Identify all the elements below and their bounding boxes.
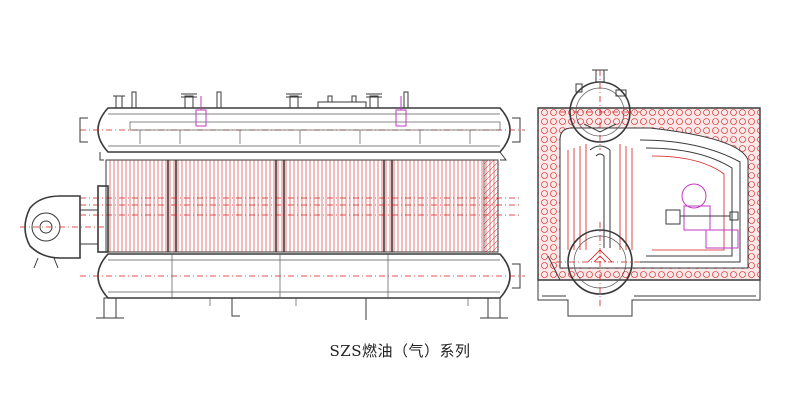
section-view xyxy=(537,69,761,317)
upper-drum-section xyxy=(560,69,640,150)
convection-tube-bank xyxy=(80,159,520,253)
upper-nozzles xyxy=(113,91,409,127)
burner-port xyxy=(665,183,739,249)
drawing-caption: SZS燃油（气）系列 xyxy=(329,342,471,360)
section-base xyxy=(537,255,761,317)
supports xyxy=(96,297,508,320)
side-view xyxy=(20,91,525,320)
burner xyxy=(20,185,110,269)
lower-drum-section xyxy=(556,222,646,306)
water-wall-tubes xyxy=(567,139,741,263)
lower-drum xyxy=(80,253,525,299)
upper-drum xyxy=(79,107,525,153)
